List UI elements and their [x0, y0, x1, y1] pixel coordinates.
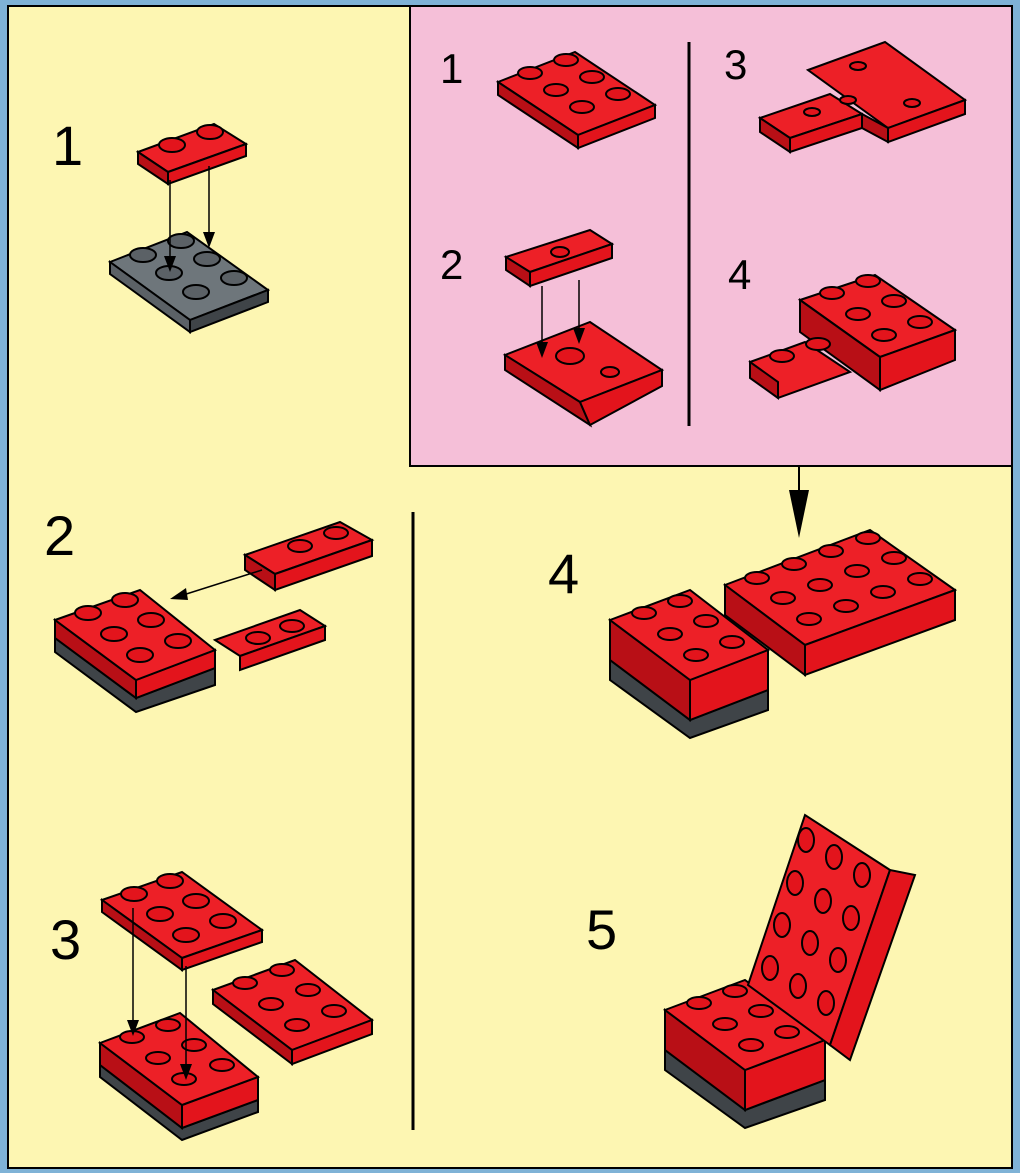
sub-step-3-number: 3 — [724, 44, 747, 86]
sub-step-4-number: 4 — [728, 254, 751, 296]
sub-step-1-number: 1 — [440, 48, 463, 90]
main-step-1-number: 1 — [52, 118, 83, 174]
main-step-2-number: 2 — [44, 508, 75, 564]
main-step-4-number: 4 — [548, 546, 579, 602]
main-step-5-number: 5 — [586, 902, 617, 958]
sub-step-2-number: 2 — [440, 244, 463, 286]
main-step-3-number: 3 — [50, 912, 81, 968]
